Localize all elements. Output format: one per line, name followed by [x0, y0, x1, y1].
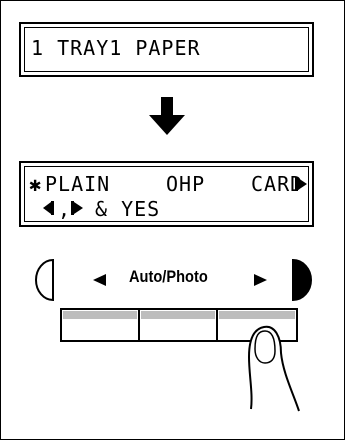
auto-photo-label: Auto/Photo	[129, 267, 208, 287]
lcd-display-2: ✱ PLAIN OHP CARD , & YES	[19, 161, 314, 227]
left-key-icon	[43, 201, 55, 215]
comma-separator: ,	[58, 199, 71, 219]
selected-marker-icon: ✱	[29, 174, 42, 194]
option-plain: PLAIN	[45, 174, 110, 194]
left-triangle-icon[interactable]	[93, 273, 107, 287]
lcd-line2-text: & YES	[95, 199, 160, 219]
scroll-right-icon	[295, 177, 307, 191]
half-circle-filled-icon	[291, 259, 313, 301]
option-ohp: OHP	[166, 174, 205, 194]
down-arrow-icon	[149, 97, 185, 137]
pointing-finger-icon	[245, 323, 305, 413]
lcd-display-1-text: 1 TRAY1 PAPER	[31, 38, 201, 58]
right-key-icon	[71, 201, 83, 215]
half-circle-outline-icon	[35, 259, 55, 301]
button-middle[interactable]	[139, 309, 217, 341]
button-left[interactable]	[61, 309, 139, 341]
right-triangle-icon[interactable]	[253, 273, 267, 287]
lcd-display-1: 1 TRAY1 PAPER	[19, 22, 314, 77]
